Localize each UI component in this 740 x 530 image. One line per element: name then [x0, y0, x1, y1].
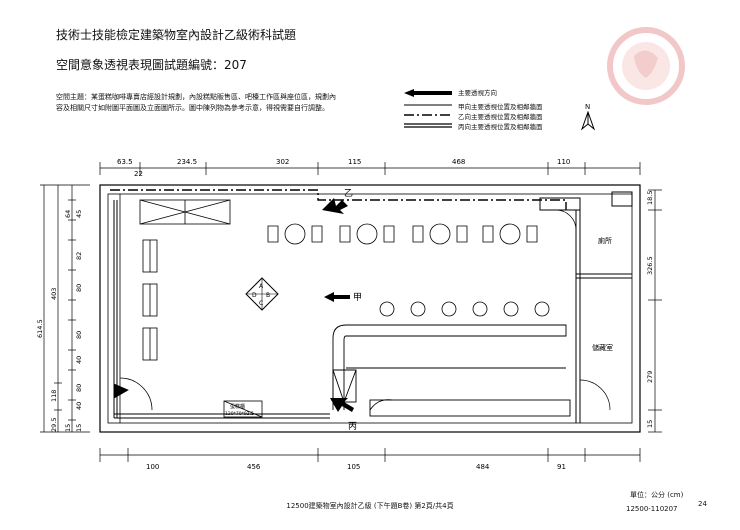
top-dim-4: 115 [348, 158, 361, 166]
top-dim-1: 63.5 [117, 158, 133, 166]
bottom-dimension-line [99, 448, 641, 462]
left-dim-118: 118 [50, 390, 58, 402]
bottom-dim-5: 91 [557, 463, 566, 471]
bar-stools [379, 301, 550, 317]
view-label-jia: 甲 [353, 292, 362, 303]
view-label-yi: 乙 [344, 188, 353, 199]
column-letter-c: C [259, 300, 263, 307]
column-letter-b: B [266, 292, 270, 299]
dining-tables [267, 223, 538, 245]
left-inner-dim-7: 80 [75, 384, 83, 392]
top-dimension-line [99, 162, 641, 175]
bing-view-boundary [113, 200, 330, 419]
top-dim-5: 468 [452, 158, 465, 166]
yi-view-boundary [110, 189, 567, 210]
bottom-dim-2: 456 [247, 463, 261, 471]
bottom-dim-3: 105 [347, 463, 360, 471]
view-label-bing: 丙 [348, 421, 357, 432]
left-inner-dim-6: 40 [75, 356, 83, 364]
legend-bing-line [404, 123, 452, 128]
watermark-seal [607, 27, 685, 105]
left-inner-dim-4: 80 [75, 284, 83, 292]
service-rooms [539, 191, 633, 423]
column-marker [245, 277, 279, 311]
cake-counter-label: 蛋糕櫃 [230, 403, 245, 410]
legend-label-yi: 乙向主要透視位置及相鄰牆面 [458, 113, 543, 121]
legend-label-jia: 甲向主要透視位置及相鄰牆面 [458, 103, 543, 111]
left-dim-outer: 614.5 [36, 319, 44, 338]
right-dim-3: 279 [646, 371, 654, 383]
north-arrow-icon [580, 111, 596, 131]
left-inner-dim-9: 15 [64, 424, 72, 432]
exterior-walls [99, 184, 641, 433]
left-dim-403: 403 [50, 288, 58, 300]
left-dim-29-5: 29.5 [50, 418, 58, 432]
top-dim-3: 302 [276, 158, 289, 166]
left-inner-dim-3: 82 [75, 252, 83, 260]
right-dim-4: 15 [646, 420, 654, 428]
column-letter-d: D [252, 292, 257, 299]
exam-code: 12500-110207 [626, 505, 678, 513]
view-arrow-yi [322, 198, 348, 214]
top-dim-2: 234.5 [177, 158, 197, 166]
exam-title: 技術士技能檢定建築物室內設計乙級術科試題 [56, 28, 297, 42]
room-label-storage: 儲藏室 [592, 343, 613, 352]
cake-counter [223, 400, 263, 418]
display-shelf [139, 199, 231, 225]
space-description: 空間主題：某蛋糕咖啡專賣店經設計規劃，內設糕點販售區、吧檯工作區與座位區，規劃內… [56, 93, 336, 112]
cake-counter-size: 120*70*92.5 [225, 411, 254, 417]
left-inner-dim-1: 64 [64, 210, 72, 218]
right-dim-2: 326.5 [646, 256, 654, 275]
top-sub-dim: 22 [134, 170, 143, 178]
left-inner-dim-8: 40 [75, 402, 83, 410]
bottom-dim-1: 100 [146, 463, 159, 471]
exam-subtitle: 空間意象透視表現圖試題編號：207 [56, 58, 247, 72]
wall-display-cases [142, 239, 158, 361]
bar-counter [332, 324, 571, 417]
left-inner-dim-5: 80 [75, 331, 83, 339]
view-arrow-bing [330, 398, 354, 412]
north-label: N [585, 103, 591, 111]
legend [404, 89, 452, 128]
left-dimension-lines [40, 184, 90, 433]
top-dim-6: 110 [557, 158, 570, 166]
left-inner-dim-2: 45 [75, 210, 83, 218]
legend-label-main: 主要透視方向 [458, 89, 497, 97]
column-letter-a: A [259, 283, 264, 290]
right-dim-1: 18.5 [646, 191, 654, 205]
page-number: 24 [698, 500, 707, 508]
legend-label-bing: 丙向主要透視位置及相鄰牆面 [458, 123, 543, 131]
left-inner-dim-10: 15 [75, 424, 83, 432]
legend-main-direction [404, 89, 452, 97]
unit-note: 單位：公分 (cm) [630, 491, 684, 499]
footer-page-info: 12500建築物室內設計乙級 (下午題B卷) 第2頁/共4頁 [286, 502, 454, 510]
room-label-restroom: 廁所 [598, 236, 612, 245]
right-dimension-line [648, 189, 662, 433]
entrance-door [113, 377, 153, 411]
view-arrow-jia [324, 292, 350, 302]
bottom-dim-4: 484 [476, 463, 490, 471]
